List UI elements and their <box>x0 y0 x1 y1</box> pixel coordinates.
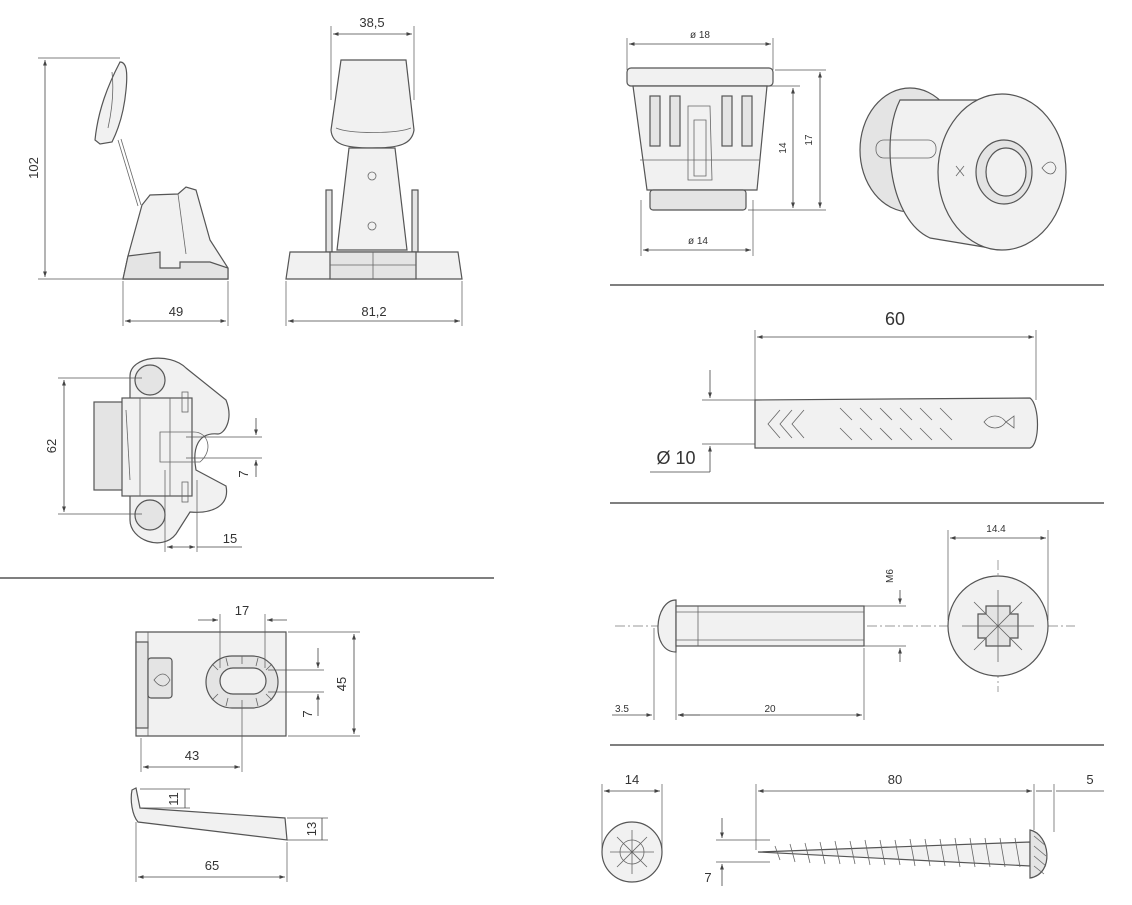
dimension-screw-head-diameter: 14 <box>601 772 663 852</box>
screw-side-view <box>757 829 1048 879</box>
cap-body-height-label: 14 <box>778 142 789 154</box>
dimension-clip-height: 45 <box>288 631 360 737</box>
dimension-wedge-top: 11 <box>140 788 190 809</box>
dimension-plug-length: 60 <box>754 309 1037 400</box>
dimension-clip-slot-height: 7 <box>268 648 324 718</box>
clip-offset-label: 43 <box>185 748 199 763</box>
dimension-cap-body-height: 14 <box>748 85 800 211</box>
bracket-height-label: 102 <box>26 157 41 179</box>
bolt-side-view <box>615 599 940 653</box>
screw-core-label: 7 <box>704 870 711 885</box>
dimension-bracket-plan-height: 62 <box>44 377 142 515</box>
clip-plate-view <box>135 631 287 737</box>
screw-head-height-label: 5 <box>1086 772 1093 787</box>
cap-side-view <box>626 67 774 211</box>
dimension-bracket-height: 102 <box>26 57 124 280</box>
bracket-base-width-label: 81,2 <box>361 304 386 319</box>
bolt-head-view <box>940 560 1075 692</box>
screw-length-label: 80 <box>888 772 902 787</box>
plug-diameter-label: Ø 10 <box>656 448 695 468</box>
dimension-screw-core: 7 <box>704 818 770 886</box>
dimension-bracket-slot: 7 <box>186 418 262 478</box>
bracket-front-view <box>285 59 463 280</box>
dimension-bolt-length: 20 <box>678 648 865 720</box>
section-dividers <box>0 284 1104 746</box>
clip-height-label: 45 <box>334 677 349 691</box>
bracket-slot-label: 7 <box>236 470 251 477</box>
wall-plug-view <box>754 397 1039 449</box>
wedge-end-label: 13 <box>304 822 319 836</box>
dimension-clip-slot-width: 17 <box>198 603 287 668</box>
dimension-bolt-thread: M6 <box>864 569 906 662</box>
wedge-top-label: 11 <box>166 792 181 806</box>
dimension-wedge-end: 13 <box>287 817 328 841</box>
bolt-thread-label: M6 <box>885 569 896 583</box>
dimension-cap-outer-diameter: ø 18 <box>626 30 774 70</box>
cap-isometric-view <box>859 87 1067 251</box>
bolt-head-height-label: 3.5 <box>615 704 629 715</box>
wedge-view <box>130 787 288 841</box>
dimension-screw-length: 80 <box>755 772 1035 850</box>
screw-head-view <box>601 821 663 883</box>
bracket-width-label: 49 <box>169 304 183 319</box>
bracket-plan-view <box>93 357 230 544</box>
clip-slot-width-label: 17 <box>235 603 249 618</box>
dimension-screw-head-height: 5 <box>1036 772 1104 832</box>
bracket-top-width-label: 38,5 <box>359 15 384 30</box>
dimension-bolt-head-diameter: 14.4 <box>947 524 1049 620</box>
bolt-head-diameter-label: 14.4 <box>986 524 1006 535</box>
screw-head-diameter-label: 14 <box>625 772 639 787</box>
bracket-plan-height-label: 62 <box>44 439 59 453</box>
dimension-bracket-width: 49 <box>122 281 229 326</box>
dimension-cap-total-height: 17 <box>775 69 826 211</box>
cap-total-height-label: 17 <box>804 134 815 146</box>
bolt-length-label: 20 <box>764 704 776 715</box>
cap-outer-diameter-label: ø 18 <box>690 30 710 41</box>
wedge-length-label: 65 <box>205 858 219 873</box>
plug-length-label: 60 <box>885 309 905 329</box>
dimension-bracket-top-width: 38,5 <box>330 15 415 100</box>
cap-inner-diameter-label: ø 14 <box>688 236 708 247</box>
dimension-clip-offset: 43 <box>140 708 243 772</box>
dimension-bracket-offset: 15 <box>164 470 242 552</box>
dimension-bracket-base-width: 81,2 <box>285 281 463 326</box>
dimension-wedge-length: 65 <box>135 822 288 882</box>
dimension-cap-inner-diameter: ø 14 <box>640 200 754 256</box>
bracket-offset-label: 15 <box>223 531 237 546</box>
dimension-plug-diameter: Ø 10 <box>650 370 755 473</box>
clip-slot-height-label: 7 <box>300 710 315 717</box>
bracket-side-view <box>94 61 229 280</box>
